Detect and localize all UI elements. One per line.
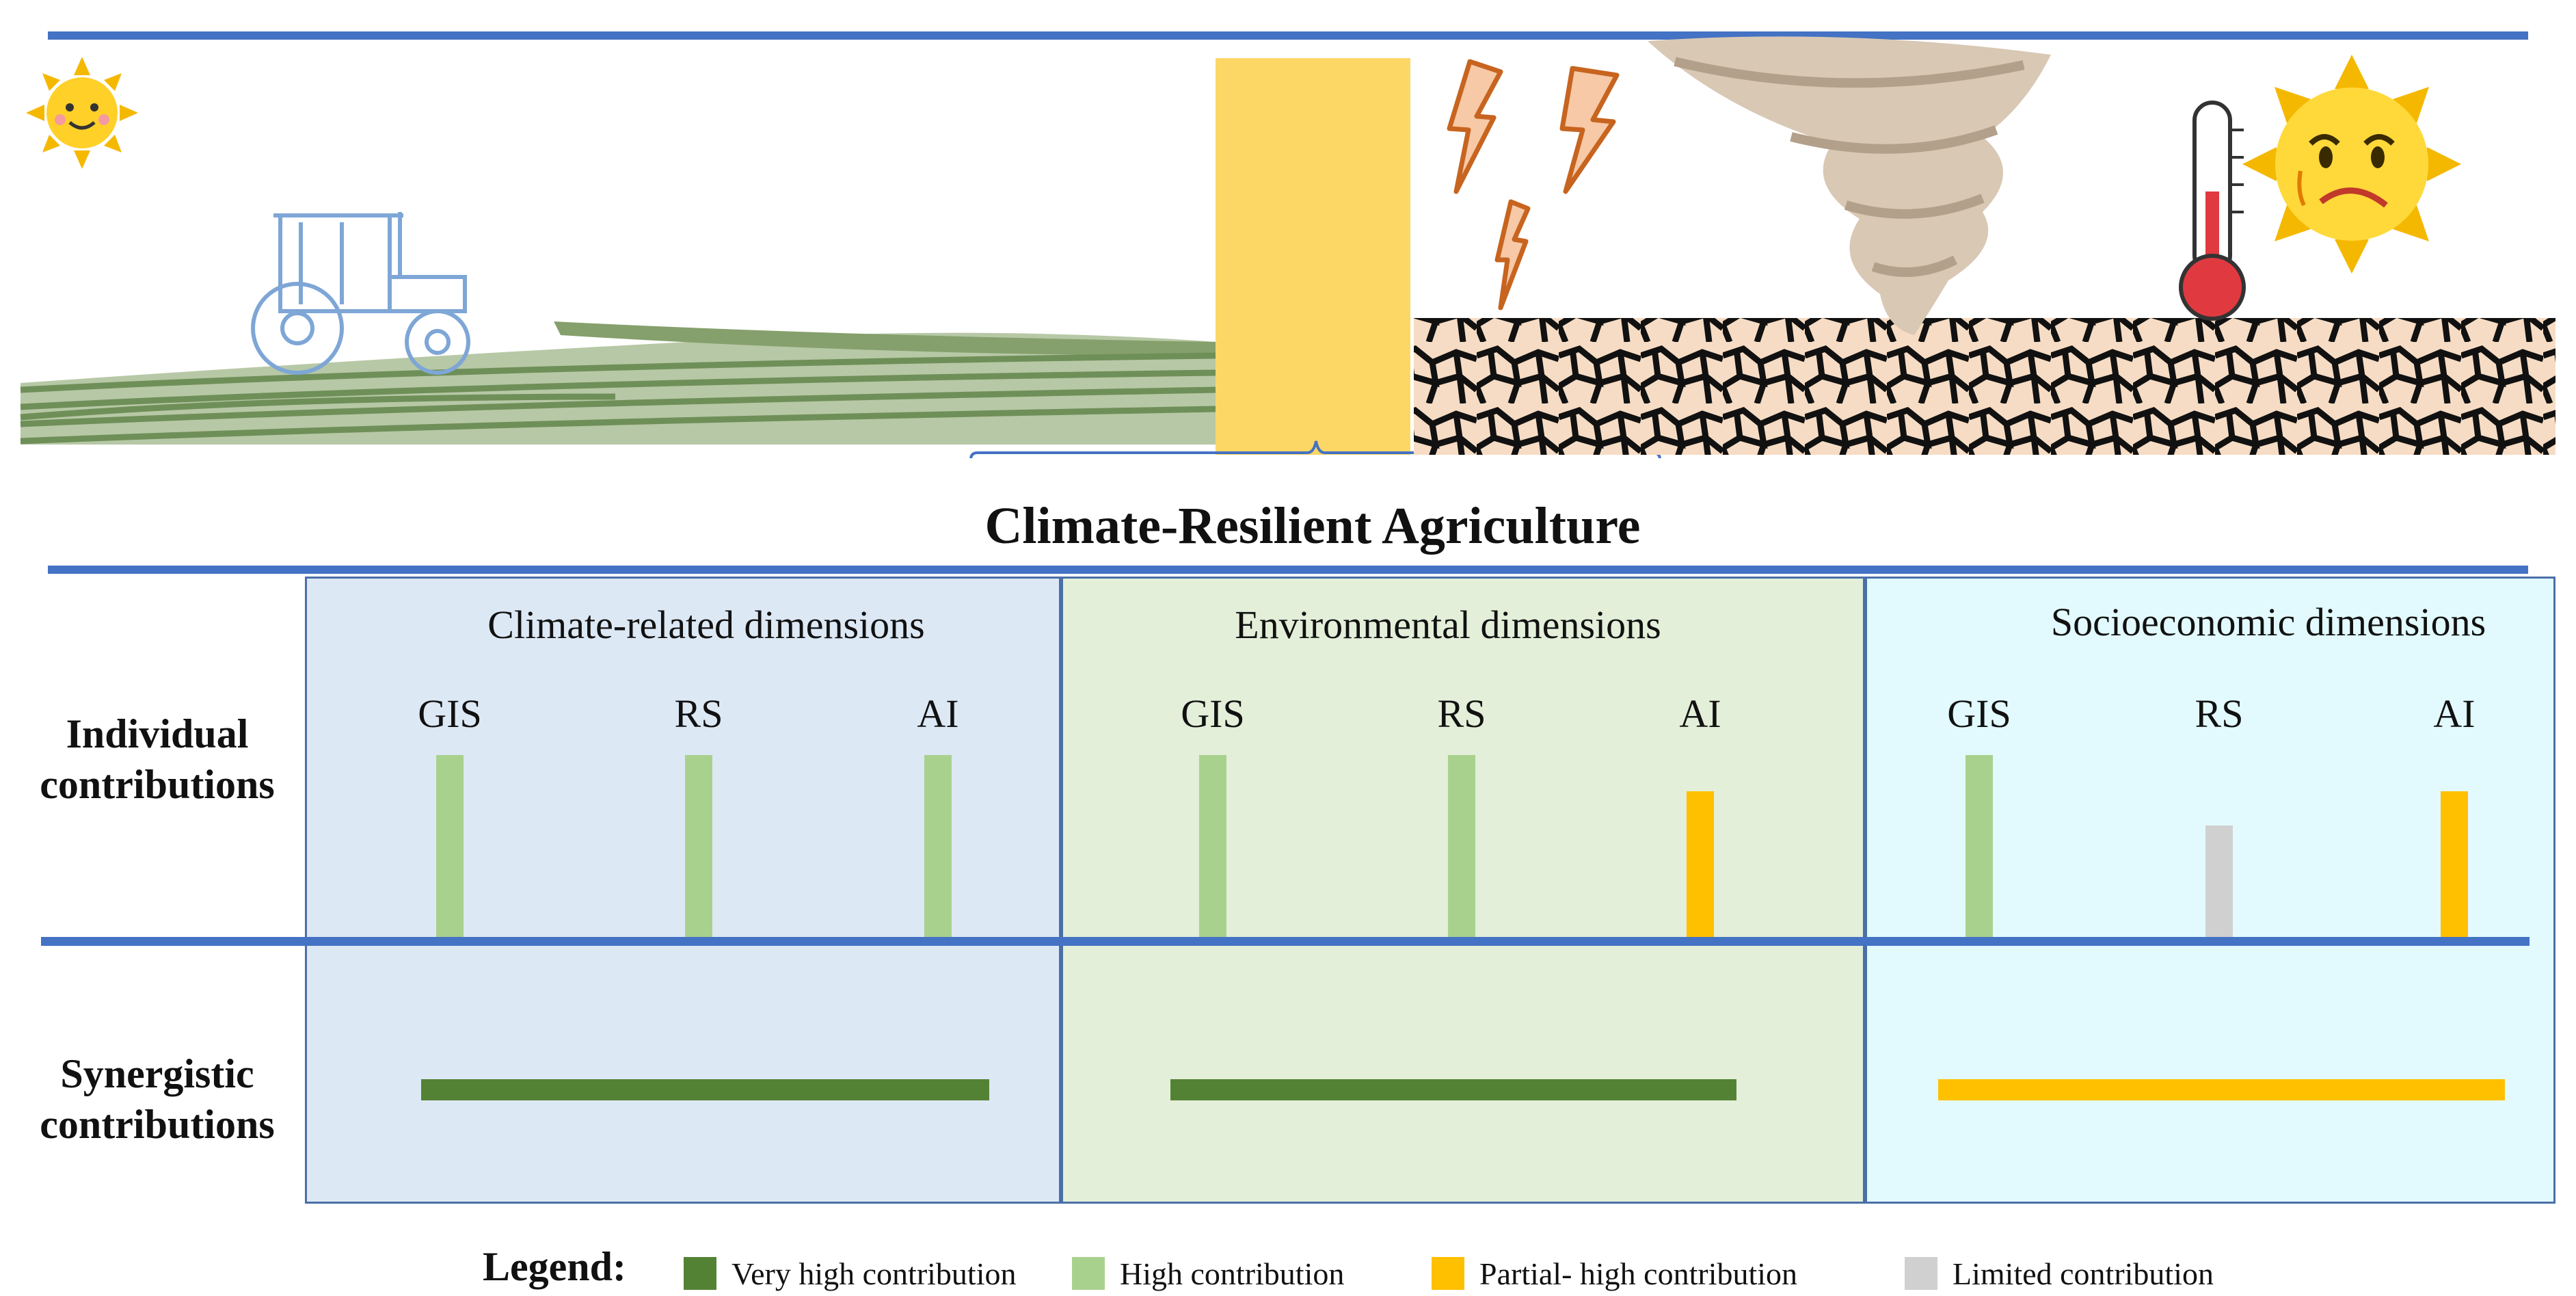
page-title: Climate-Resilient Agriculture [820, 497, 1805, 556]
row-label-synergistic: Synergistic contributions [14, 1048, 301, 1150]
legend-item-partial-high-contribution: Partial- high contribution [1432, 1256, 1797, 1291]
tool-label-gis: GIS [1144, 691, 1281, 737]
legend-item-very-high-contribution: Very high contribution [684, 1256, 1017, 1291]
title-divider [48, 566, 2528, 574]
legend-label: Limited contribution [1953, 1256, 2214, 1292]
individual-bar-rs [2205, 825, 2233, 938]
individual-bar-ai [1687, 791, 1714, 938]
tractor-icon [253, 212, 468, 373]
legend-title: Legend: [483, 1243, 626, 1291]
tool-label-gis: GIS [381, 691, 518, 737]
synergy-bar [421, 1079, 989, 1100]
tool-label-ai: AI [870, 691, 1006, 737]
field-icon [21, 321, 1217, 445]
legend-swatch [1905, 1257, 1937, 1290]
tool-label-gis: GIS [1911, 691, 2048, 737]
legend-item-high-contribution: High contribution [1072, 1256, 1344, 1291]
tool-label-ai: AI [1632, 691, 1769, 737]
synergy-bar [1170, 1079, 1736, 1100]
legend-swatch [1072, 1257, 1105, 1290]
individual-bar-gis [436, 755, 464, 938]
row-divider [41, 937, 2530, 946]
tool-label-rs: RS [1393, 691, 1530, 737]
tool-label-ai: AI [2386, 691, 2523, 737]
sad-sun-icon [2242, 55, 2461, 274]
lightning-icon [1449, 62, 1617, 308]
tool-label-rs: RS [2151, 691, 2287, 737]
legend-label: Very high contribution [732, 1256, 1017, 1292]
legend-label: Partial- high contribution [1479, 1256, 1797, 1292]
synergy-bar [1938, 1079, 2505, 1100]
dimension-title: Socioeconomic dimensions [1961, 599, 2576, 645]
climate-scene-illustration [0, 34, 2576, 458]
row-label-individual: Individual contributions [14, 709, 301, 810]
individual-bar-gis [1199, 755, 1226, 938]
individual-bar-ai [924, 755, 952, 938]
individual-bar-ai [2441, 791, 2468, 938]
individual-bar-rs [1448, 755, 1475, 938]
legend-swatch [1432, 1257, 1464, 1290]
legend-item-limited-contribution: Limited contribution [1905, 1256, 2214, 1291]
individual-bar-gis [1965, 755, 1993, 938]
legend-swatch [684, 1257, 716, 1290]
sun-icon [26, 57, 138, 169]
cracked-earth-icon [1414, 318, 2555, 455]
thermometer-icon [2181, 103, 2244, 319]
individual-bar-rs [685, 755, 712, 938]
dimension-title: Climate-related dimensions [399, 602, 1014, 648]
transition-block [1216, 58, 1410, 455]
tornado-icon [1648, 36, 2051, 335]
dimension-title: Environmental dimensions [1140, 602, 1756, 648]
tool-label-rs: RS [630, 691, 767, 737]
legend-label: High contribution [1120, 1256, 1344, 1292]
